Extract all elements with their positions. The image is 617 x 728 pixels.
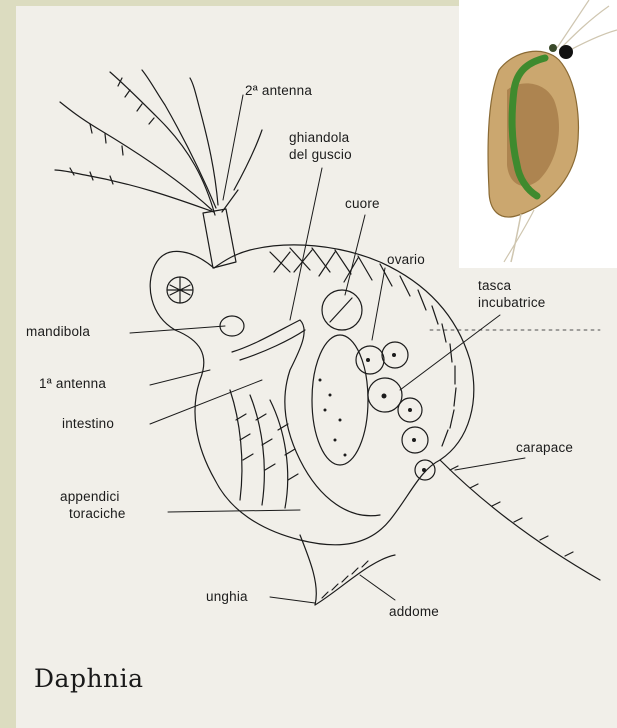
label-intestine: intestino — [62, 416, 114, 431]
label-carapace: carapace — [516, 440, 573, 455]
label-thoracic-appendages-1: appendici — [60, 489, 120, 504]
label-claw: unghia — [206, 589, 248, 604]
heart-shape — [322, 290, 362, 330]
label-shell-gland-1: ghiandola — [289, 130, 349, 145]
label-ovary: ovario — [387, 252, 425, 267]
antenna-base — [203, 209, 236, 268]
postabdomen — [300, 535, 395, 605]
label-heart: cuore — [345, 196, 380, 211]
label-brood-pouch-2: incubatrice — [478, 295, 546, 310]
tail-spine — [440, 460, 600, 580]
label-thoracic-appendages-2: toraciche — [69, 506, 126, 521]
label-second-antenna: 2ª antenna — [245, 83, 312, 98]
photo-inset — [459, 0, 617, 268]
label-shell-gland-2: del guscio — [289, 147, 352, 162]
caption-title: Daphnia — [34, 664, 144, 693]
thoracic-legs — [230, 390, 298, 508]
daphnia-photo-icon — [459, 0, 617, 268]
label-brood-pouch-1: tasca — [478, 278, 511, 293]
antenna-branches — [55, 70, 218, 215]
label-abdomen: addome — [389, 604, 439, 619]
ovary-shape — [312, 335, 368, 465]
label-first-antenna: 1ª antenna — [39, 376, 106, 391]
label-mandible: mandibola — [26, 324, 90, 339]
